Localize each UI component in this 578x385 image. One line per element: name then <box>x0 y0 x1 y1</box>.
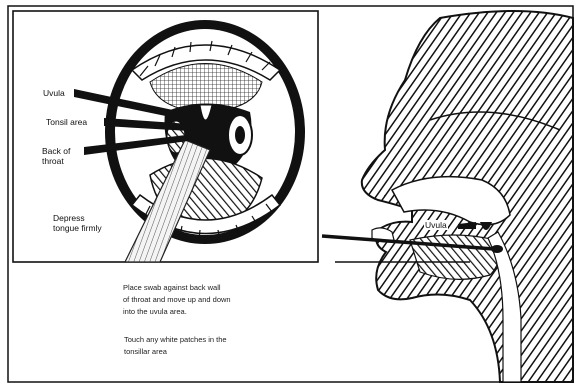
open-mouth-drawing <box>105 20 305 244</box>
uvula-label: Uvula <box>43 88 65 98</box>
back-of-throat-label: Back of throat <box>42 146 70 166</box>
depress-tongue-label: Depress tongue firmly <box>53 213 102 233</box>
instruction-step-1: Place swab against back wall of throat a… <box>123 282 231 318</box>
tonsil-area-label: Tonsil area <box>46 117 87 127</box>
head-profile-drawing <box>362 11 573 382</box>
uvula-profile-label: Uvula <box>424 220 448 230</box>
swab-tip <box>491 245 503 253</box>
instruction-step-2: Touch any white patches in the tonsillar… <box>124 334 227 358</box>
